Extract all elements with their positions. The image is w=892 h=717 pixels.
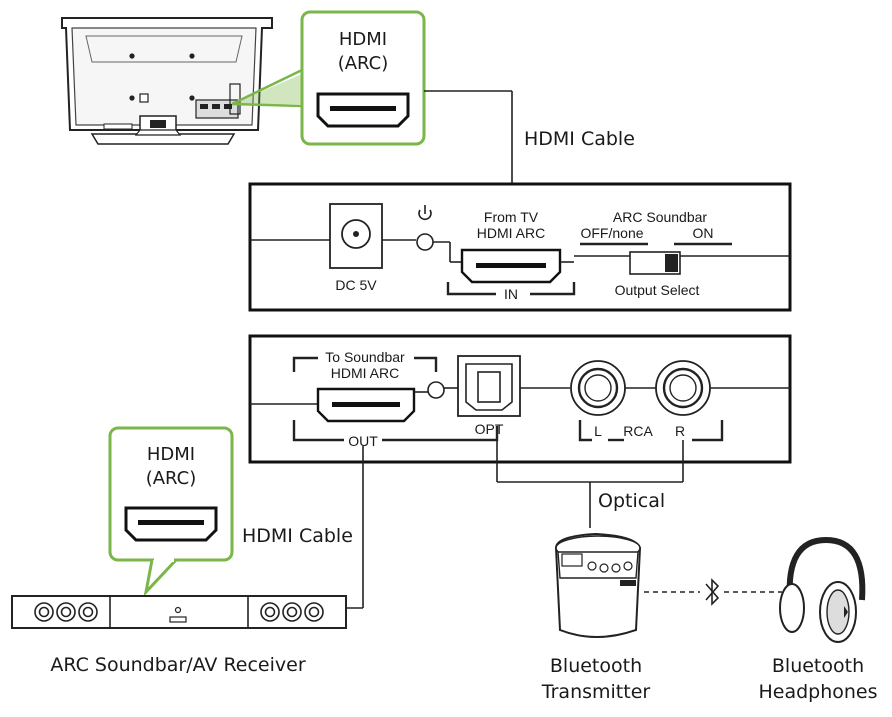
power-led	[416, 233, 434, 251]
off-label: OFF/none	[580, 225, 643, 241]
dc-jack-icon	[329, 203, 383, 269]
optical-port-icon	[457, 355, 521, 417]
soundbar-name: ARC Soundbar/AV Receiver	[50, 654, 306, 676]
bluetooth-transmitter	[554, 532, 642, 638]
tv-hdmi-callout: HDMI (ARC)	[231, 10, 426, 146]
from-tv-line2: HDMI ARC	[477, 225, 545, 241]
transmitter-line1: Bluetooth	[550, 655, 642, 677]
output-select-switch	[629, 251, 681, 275]
hdmi-port-icon	[316, 92, 410, 128]
transmitter-line2: Transmitter	[541, 681, 651, 703]
tv-callout-line1: HDMI	[339, 29, 387, 50]
l-label: L	[594, 423, 602, 439]
on-label: ON	[693, 225, 714, 241]
dc-label: DC 5V	[335, 277, 377, 293]
tv-back	[61, 17, 273, 145]
headphones-line2: Headphones	[758, 681, 877, 703]
headphones-line1: Bluetooth	[772, 655, 864, 677]
output-select-label: Output Select	[615, 282, 700, 298]
output-led	[427, 381, 445, 399]
rca-label: RCA	[623, 423, 653, 439]
to-soundbar-line1: To Soundbar	[325, 349, 405, 365]
hdmi-out-port	[316, 387, 416, 423]
soundbar-hdmi-port-icon	[124, 506, 218, 542]
tv-callout-line2: (ARC)	[338, 53, 389, 74]
top-cable-label: HDMI Cable	[524, 128, 635, 150]
rca-jack-right	[655, 360, 711, 416]
opt-label: OPT	[475, 421, 504, 437]
in-label: IN	[504, 286, 518, 302]
soundbar	[11, 595, 347, 629]
r-label: R	[675, 423, 685, 439]
power-icon	[418, 205, 432, 221]
hdmi-in-port	[460, 248, 562, 284]
soundbar-hdmi-callout: HDMI (ARC)	[108, 426, 234, 597]
input-panel: DC 5V From TV HDMI ARC IN ARC Soundbar O…	[248, 182, 792, 312]
bottom-cable-label: HDMI Cable	[242, 525, 353, 547]
to-soundbar-line2: HDMI ARC	[331, 365, 399, 381]
soundbar-callout-line1: HDMI	[147, 444, 195, 465]
arc-title: ARC Soundbar	[613, 209, 708, 225]
bluetooth-headphones	[779, 536, 866, 643]
rca-jack-icon	[570, 360, 626, 416]
output-panel: To Soundbar HDMI ARC OUT OPT	[248, 334, 792, 464]
bluetooth-icon	[705, 578, 720, 606]
optical-label: Optical	[598, 490, 665, 512]
from-tv-line1: From TV	[484, 209, 539, 225]
out-label: OUT	[348, 433, 378, 449]
soundbar-callout-line2: (ARC)	[146, 468, 197, 489]
